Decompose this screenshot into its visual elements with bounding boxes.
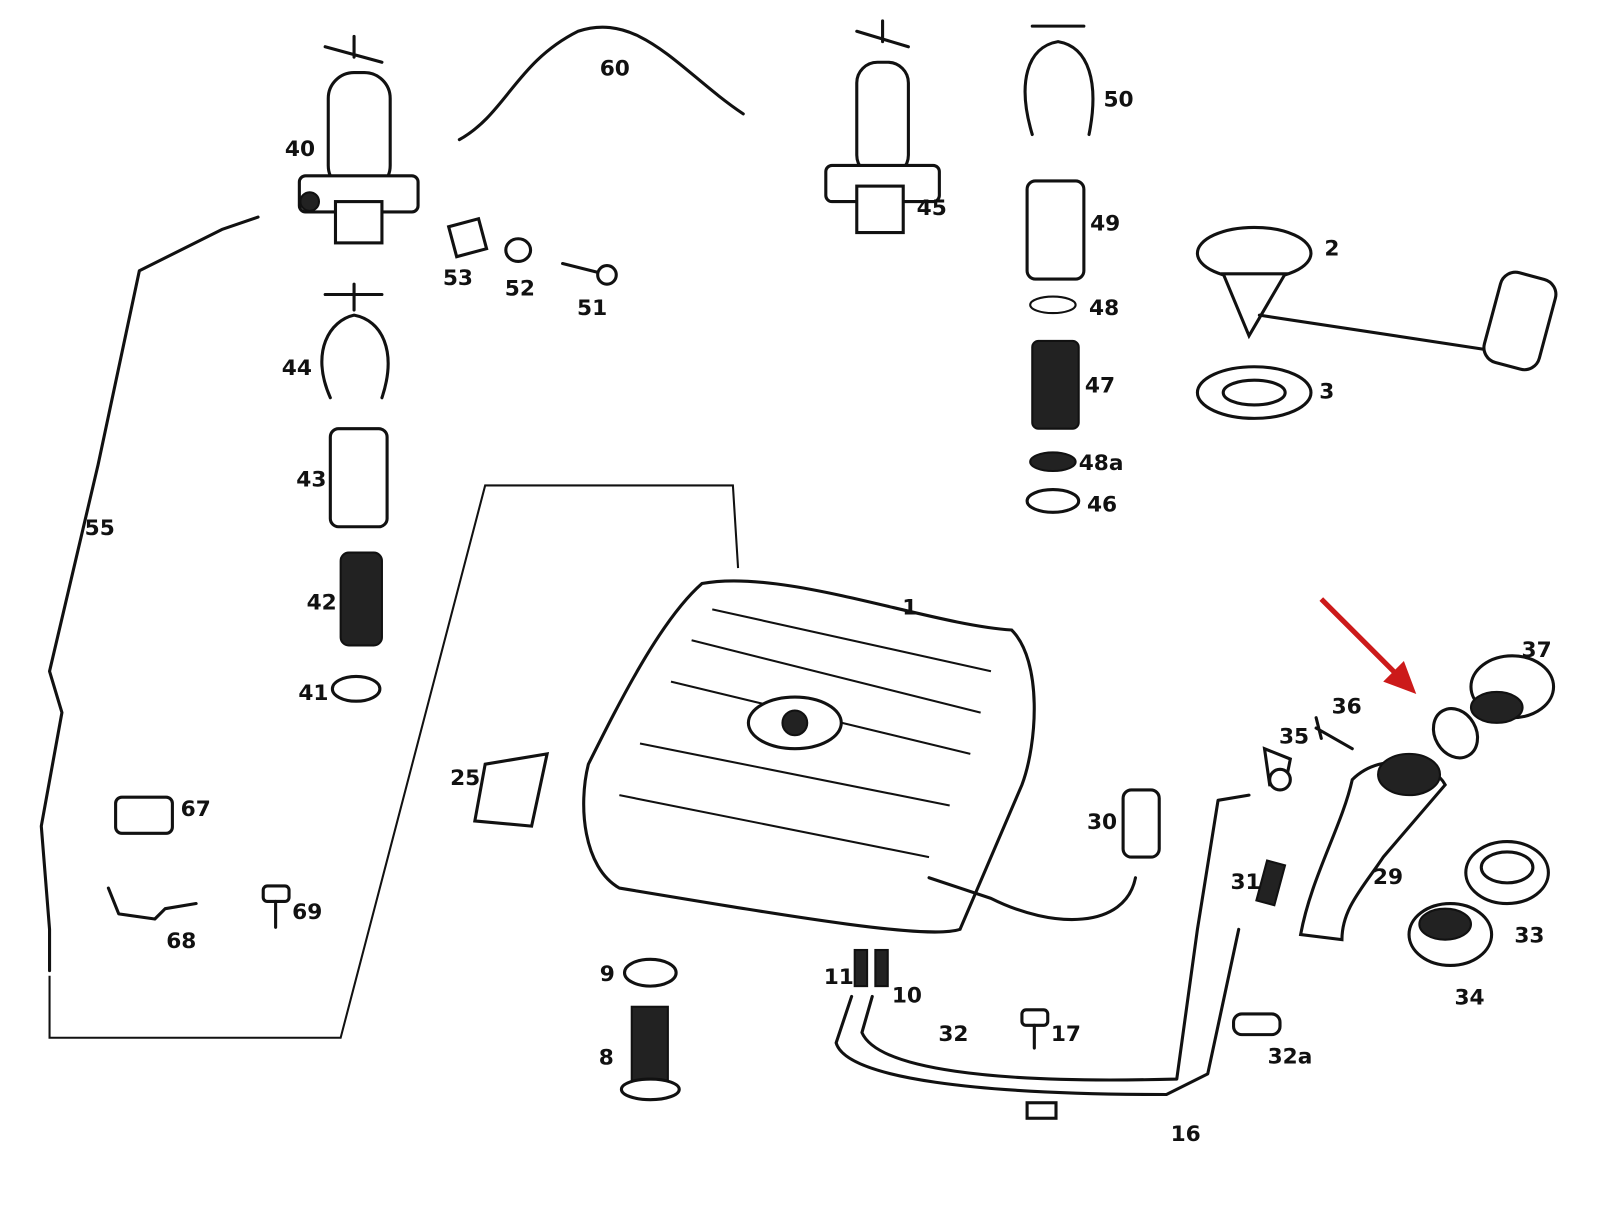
part-8-drain-plug [619,1005,681,1102]
label-51: 51 [577,296,607,321]
part-3-gasket [1195,365,1313,420]
label-9: 9 [600,962,615,987]
label-44: 44 [282,356,312,381]
label-48a: 48a [1079,451,1124,476]
part-32-fuel-line [834,927,1241,1097]
part-45-filter-housing [824,19,941,235]
label-32: 32 [938,1022,968,1047]
label-67: 67 [181,797,211,822]
label-46: 46 [1087,492,1117,517]
label-40: 40 [285,137,315,162]
label-41: 41 [298,681,328,706]
part-36-screw [1314,716,1354,751]
highlighted-gasket [1431,707,1480,760]
part-46-seal [1025,488,1081,514]
part-47-filter-element [1031,339,1080,430]
part-31-hose [1255,859,1287,907]
label-42: 42 [307,590,337,615]
label-35: 35 [1279,725,1309,750]
label-34: 34 [1454,986,1484,1011]
part-50-clip [1023,24,1095,137]
label-25: 25 [450,766,480,791]
part-25-bracket [473,751,550,828]
part-48a-seal [1029,451,1077,473]
label-47: 47 [1085,374,1115,399]
label-29: 29 [1373,865,1403,890]
label-69: 69 [292,900,322,925]
part-52-washer [504,237,533,264]
part-16-clip [1025,1101,1058,1120]
label-60: 60 [600,57,630,82]
label-50: 50 [1103,88,1133,113]
part-2-fuel-level-sender [1195,225,1558,372]
part-11-hose [853,948,869,988]
part-10-hose [874,948,889,988]
part-67-clamp [114,795,174,835]
part-35-valve [1262,746,1293,792]
part-34-seal [1407,901,1494,968]
part-49-bowl [1025,179,1086,281]
label-45: 45 [917,196,947,221]
assembly-bracket-line [48,484,740,1039]
part-41-seal [330,674,382,703]
part-1-fuel-tank [582,579,1138,934]
label-53: 53 [443,266,473,291]
label-1: 1 [902,596,917,621]
label-16: 16 [1171,1122,1201,1147]
label-2: 2 [1324,236,1339,261]
label-43: 43 [296,468,326,493]
label-36: 36 [1332,695,1362,720]
label-31: 31 [1230,870,1260,895]
part-33-seal [1464,840,1550,906]
part-60-hose [457,25,745,142]
label-68: 68 [166,929,196,954]
part-42-filter-element [339,551,383,647]
part-68-bracket [106,886,198,921]
label-37: 37 [1522,638,1552,663]
label-49: 49 [1090,212,1120,237]
label-55: 55 [85,516,115,541]
part-55-fuel-line [39,215,260,973]
label-8: 8 [599,1046,614,1071]
part-17-screw [1020,1008,1050,1050]
part-44-clip [320,282,390,400]
part-51-screw-head [596,264,618,286]
part-48-ring [1029,295,1077,315]
part-40-filter-housing [297,34,420,245]
label-3: 3 [1319,380,1334,405]
label-30: 30 [1087,810,1117,835]
red-arrow-indicator [1319,597,1417,694]
label-32a: 32a [1268,1045,1313,1070]
part-43-bowl [328,427,389,529]
part-53-plate [446,216,489,259]
part-29-neck-opening [1377,752,1442,797]
label-10: 10 [892,984,922,1009]
label-11: 11 [824,965,854,990]
part-16-fuel-line [860,793,1251,1082]
part-32a-clamp [1232,1012,1282,1037]
label-48: 48 [1089,296,1119,321]
part-30-hose [1121,788,1161,859]
part-37-fuel-cap [1469,654,1556,724]
label-17: 17 [1051,1022,1081,1047]
label-52: 52 [505,277,535,302]
part-9-seal [622,957,678,988]
part-69-screw [261,884,291,929]
label-33: 33 [1514,924,1544,949]
